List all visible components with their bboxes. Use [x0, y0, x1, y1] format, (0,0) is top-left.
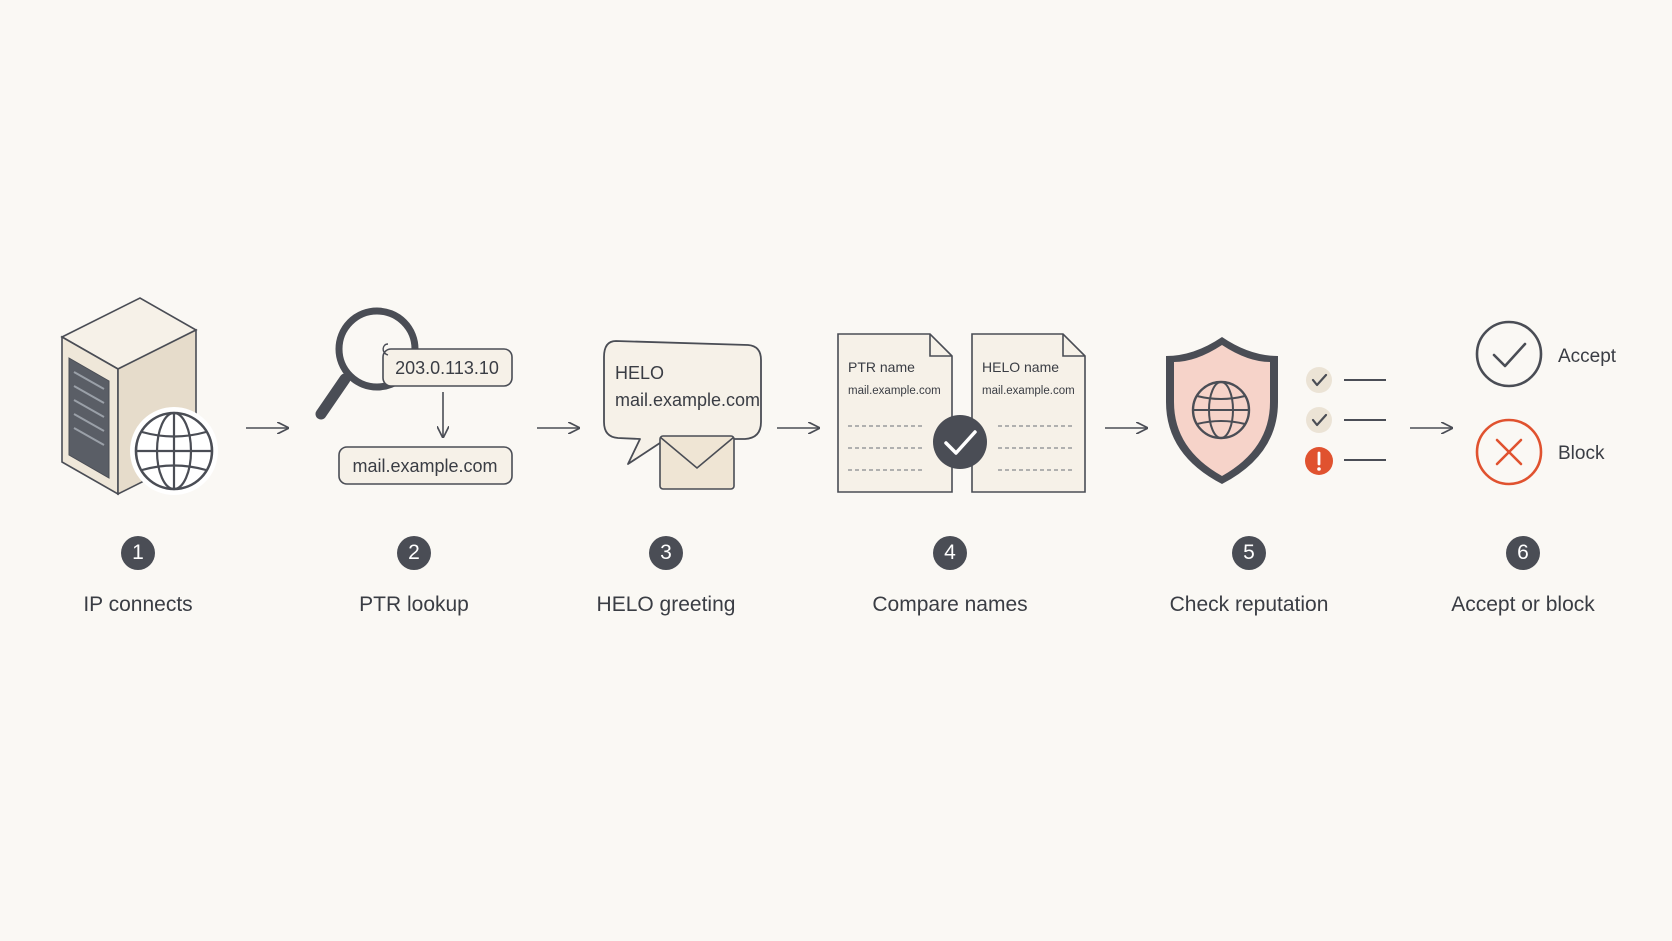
step-5-label: Check reputation — [1169, 593, 1329, 616]
check-icon — [1311, 413, 1328, 427]
ptr-document: PTR name mail.example.com — [837, 333, 953, 493]
helo-doc-title: HELO name — [982, 359, 1059, 375]
block-label: Block — [1558, 443, 1605, 464]
check-icon — [1311, 373, 1328, 387]
helo-document: HELO name mail.example.com — [971, 333, 1086, 493]
helo-hostname-text: mail.example.com — [615, 390, 760, 410]
step-2-badge: 2 — [397, 536, 431, 570]
step-4-label: Compare names — [872, 593, 1028, 616]
block-x-icon — [1475, 418, 1543, 486]
ptr-doc-value: mail.example.com — [848, 385, 941, 397]
step-1-label: IP connects — [83, 593, 193, 616]
helo-command-text: HELO — [615, 363, 664, 383]
accept-label: Accept — [1558, 346, 1617, 367]
step-1-badge: 1 — [121, 536, 155, 570]
ip-address-box: 203.0.113.10 — [382, 348, 513, 387]
step-2-label: PTR lookup — [359, 593, 469, 616]
hook-icon — [382, 343, 389, 356]
ptr-result-box: mail.example.com — [338, 446, 513, 485]
reputation-warning — [1305, 447, 1386, 475]
checkmark-icon — [933, 415, 987, 469]
reputation-check-1 — [1306, 367, 1386, 393]
step-4-badge: 4 — [933, 536, 967, 570]
speech-bubble-icon: HELO mail.example.com — [603, 340, 762, 465]
helo-doc-value: mail.example.com — [982, 385, 1075, 397]
step-6-label: Accept or block — [1451, 593, 1595, 616]
ptr-hostname-text: mail.example.com — [352, 456, 497, 476]
step-3-label: HELO greeting — [596, 593, 736, 616]
accept-check-icon — [1475, 320, 1543, 388]
step-5-badge: 5 — [1232, 536, 1266, 570]
step-3-badge: 3 — [649, 536, 683, 570]
envelope-icon — [659, 435, 735, 490]
globe-icon — [1191, 380, 1251, 440]
ptr-doc-title: PTR name — [848, 359, 915, 375]
globe-icon — [130, 407, 218, 495]
reputation-check-2 — [1306, 407, 1386, 433]
ip-address-text: 203.0.113.10 — [395, 358, 499, 378]
step-6-badge: 6 — [1506, 536, 1540, 570]
